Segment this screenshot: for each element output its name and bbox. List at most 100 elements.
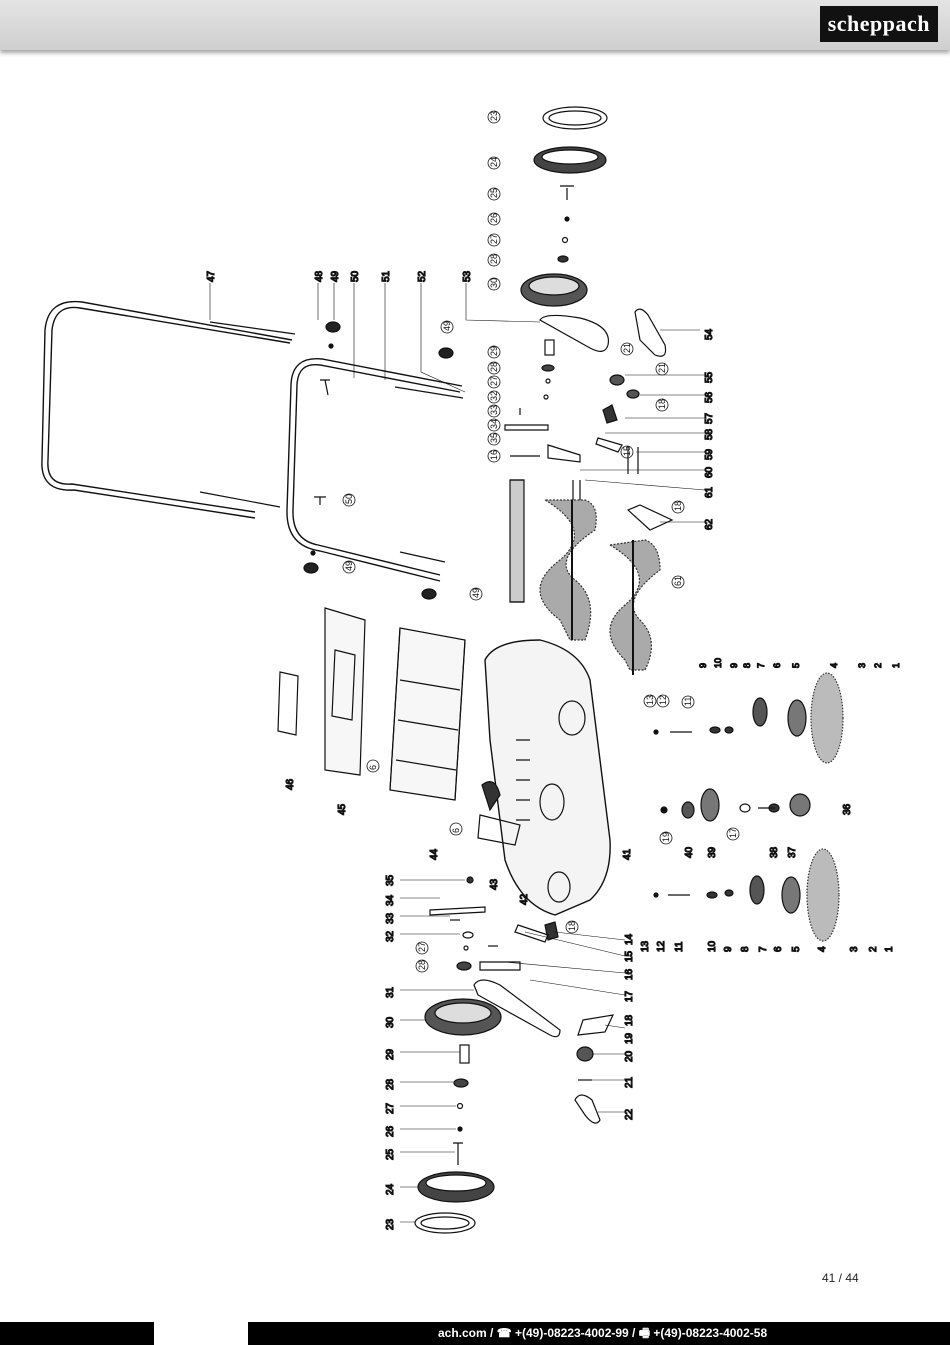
bottom-parts-lower [429,876,521,971]
handle-bar-51 [286,358,464,582]
label-59: 59 [704,448,715,460]
belt-53 [539,314,610,352]
svg-text:28: 28 [489,362,499,372]
circled-27-top: 27 [487,233,501,247]
svg-text:18: 18 [657,399,667,409]
label-rm-1: 1 [891,663,901,668]
label-34: 34 [385,894,396,906]
label-br-12: 12 [656,940,667,952]
label-52: 52 [417,270,428,282]
brush-roller-61-b [608,539,661,675]
label-br-11: 11 [674,941,685,952]
svg-text:29: 29 [489,346,499,356]
svg-text:6: 6 [451,828,461,833]
svg-text:15: 15 [622,446,632,456]
label-br-6: 6 [773,946,784,952]
circled-25-top: 25 [487,187,501,201]
label-24: 24 [385,1183,396,1195]
svg-text:26: 26 [489,213,499,223]
handle-46 [277,671,299,736]
footer-left-block [0,1322,154,1345]
label-rm-9b: 9 [729,663,739,668]
label-53: 53 [462,270,473,282]
label-25: 25 [385,1148,396,1160]
svg-text:30: 30 [489,278,499,288]
lower-drive-parts [514,921,615,1124]
label-br-3: 3 [849,946,860,952]
svg-text:6: 6 [368,765,378,770]
housing-41 [484,639,611,916]
circled-11: 11 [681,695,695,709]
label-57: 57 [704,412,715,424]
circled-29-axle: 29 [487,345,501,359]
circled-28-lower: 28 [415,959,429,973]
brush-roller-61-a [539,499,597,641]
small-parts-top [557,185,574,263]
label-14: 14 [624,933,635,945]
svg-text:17: 17 [728,828,738,838]
label-36: 36 [842,803,853,815]
svg-text:49: 49 [344,561,354,571]
lever-43 [477,781,521,846]
label-39: 39 [707,846,718,858]
circled-49-b: 49 [342,560,356,574]
handle-bar-47 [41,300,296,519]
label-49: 49 [330,270,341,282]
roller-52 [509,479,525,603]
circled-24-top: 24 [487,156,501,170]
footer-contact: ach.com / ☎ +(49)-08223-4002-99 / 🖷 +(49… [248,1322,950,1345]
label-61: 61 [704,486,715,498]
label-19: 19 [624,1032,635,1044]
label-62: 62 [704,518,715,530]
label-44: 44 [429,848,440,860]
header-bar: scheppach [0,0,950,50]
svg-text:19: 19 [661,832,671,842]
svg-text:25: 25 [489,188,499,198]
label-br-2: 2 [868,946,879,952]
label-rm-2: 2 [873,663,883,668]
label-37: 37 [787,846,798,858]
label-38: 38 [769,846,780,858]
label-rm-3: 3 [857,663,867,668]
svg-text:18: 18 [673,501,683,511]
label-51: 51 [381,270,392,282]
label-br-9: 9 [723,946,734,952]
circled-26-top: 26 [487,212,501,226]
circled-18-a: 18 [655,398,669,412]
label-35: 35 [385,874,396,886]
label-27: 27 [385,1102,396,1114]
circled-18-c: 18 [565,920,579,934]
circled-49-a: 49 [440,320,454,334]
label-rm-8: 8 [742,663,752,668]
wheel-30-lower [424,998,502,1036]
label-30: 30 [385,1016,396,1028]
axle-parts-top [504,339,581,463]
circled-19: 19 [659,831,673,845]
svg-text:21: 21 [657,363,667,373]
label-60: 60 [704,466,715,478]
svg-text:27: 27 [417,942,427,952]
label-43: 43 [489,878,500,890]
knob-49 [303,321,454,600]
circled-21-a: 21 [620,342,634,356]
svg-text:61: 61 [673,576,683,586]
label-15: 15 [624,950,635,962]
circled-13: 13 [643,694,657,708]
svg-text:21: 21 [622,343,632,353]
label-br-13: 13 [640,940,651,952]
svg-text:49: 49 [442,321,452,331]
svg-text:28: 28 [489,254,499,264]
label-33: 33 [385,912,396,924]
label-br-5: 5 [791,946,802,952]
circled-35-axle: 35 [487,432,501,446]
washer-27-26 [456,1102,464,1132]
bolt-25 [453,1142,463,1165]
svg-text:12: 12 [658,695,668,705]
shaft-29 [459,1044,470,1064]
circled-34-axle: 34 [487,418,501,432]
label-50: 50 [350,270,361,282]
svg-text:32: 32 [489,391,499,401]
circled-28-top: 28 [487,253,501,267]
circled-30-top: 30 [487,277,501,291]
label-32: 32 [385,930,396,942]
